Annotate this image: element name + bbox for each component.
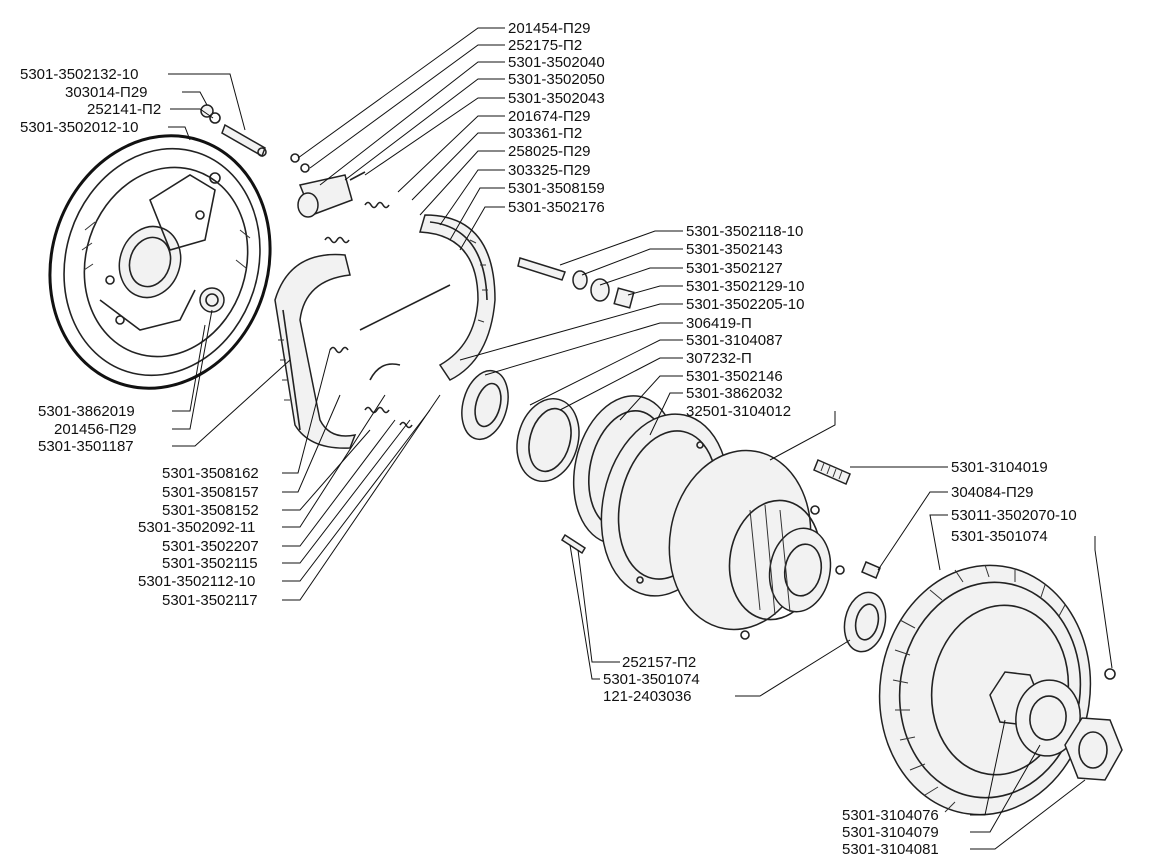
label-252157-p2: 252157-П2	[622, 654, 696, 671]
bleeder-valve	[200, 104, 267, 158]
anchor-pin-assembly	[517, 257, 635, 309]
label-5301-3502040: 5301-3502040	[508, 54, 605, 71]
label-5301-3502146: 5301-3502146	[686, 368, 783, 385]
label-5301-3508157: 5301-3508157	[162, 484, 259, 501]
label-5301-3502207: 5301-3502207	[162, 538, 259, 555]
label-5301-3502129-10: 5301-3502129-10	[686, 278, 804, 295]
label-5301-3502205-10: 5301-3502205-10	[686, 296, 804, 313]
bearings-and-seals	[461, 369, 580, 483]
label-303325-p29: 303325-П29	[508, 162, 591, 179]
label-303361-p2: 303361-П2	[508, 125, 582, 142]
wheel-cylinder	[290, 153, 366, 218]
label-5301-3502115: 5301-3502115	[162, 555, 258, 572]
label-5301-3104079: 5301-3104079	[842, 824, 939, 841]
label-5301-3502176: 5301-3502176	[508, 199, 605, 216]
label-5301-3862032: 5301-3862032	[686, 385, 783, 402]
hub-nuts	[989, 671, 1123, 781]
label-121-2403036: 121-2403036	[603, 688, 691, 705]
label-5301-3502092-11: 5301-3502092-11	[138, 519, 255, 536]
outer-bearing	[843, 591, 887, 653]
label-32501-3104012: 32501-3104012	[686, 403, 791, 420]
leader-lines	[168, 27, 1113, 850]
label-5301-3502127: 5301-3502127	[686, 260, 783, 277]
label-5301-3502043: 5301-3502043	[508, 90, 605, 107]
return-springs	[324, 201, 413, 429]
label-307232-p: 307232-П	[686, 350, 752, 367]
label-5301-3862019: 5301-3862019	[38, 403, 135, 420]
label-5301-3104076: 5301-3104076	[842, 807, 939, 824]
label-5301-3501074-bottom: 5301-3501074	[603, 671, 700, 688]
label-252141-p2: 252141-П2	[87, 101, 161, 118]
label-5301-3508162: 5301-3508162	[162, 465, 259, 482]
label-5301-3104019: 5301-3104019	[951, 459, 1048, 476]
wheel-hub	[668, 449, 845, 640]
label-5301-3502012-10: 5301-3502012-10	[20, 119, 138, 136]
label-5301-3502117: 5301-3502117	[162, 592, 258, 609]
label-5301-3501187: 5301-3501187	[38, 438, 134, 455]
label-306419-p: 306419-П	[686, 315, 752, 332]
label-5301-3502143: 5301-3502143	[686, 241, 783, 258]
label-5301-3502050: 5301-3502050	[508, 71, 605, 88]
label-5301-3502112-10: 5301-3502112-10	[138, 573, 255, 590]
label-5301-3104087: 5301-3104087	[686, 332, 783, 349]
label-5301-3501074-right: 5301-3501074	[951, 528, 1048, 545]
label-258025-p29: 258025-П29	[508, 143, 591, 160]
label-303014-p29: 303014-П29	[65, 84, 148, 101]
brake-backing-plate	[48, 134, 272, 390]
label-5301-3508159: 5301-3508159	[508, 180, 605, 197]
label-5301-3502132-10: 5301-3502132-10	[20, 66, 138, 83]
label-201456-p29: 201456-П29	[54, 421, 137, 438]
label-5301-3502118-10: 5301-3502118-10	[686, 223, 803, 240]
label-252175-p2: 252175-П2	[508, 37, 582, 54]
label-201454-p29: 201454-П29	[508, 20, 591, 37]
label-5301-3104081: 5301-3104081	[842, 841, 939, 858]
label-201674-p29: 201674-П29	[508, 108, 591, 125]
label-5301-3508152: 5301-3508152	[162, 502, 259, 519]
label-53011-3502070-10: 53011-3502070-10	[951, 507, 1077, 524]
brake-shoes	[274, 214, 496, 449]
label-304084-p29: 304084-П29	[951, 484, 1034, 501]
studs-and-bolts	[560, 459, 1116, 680]
